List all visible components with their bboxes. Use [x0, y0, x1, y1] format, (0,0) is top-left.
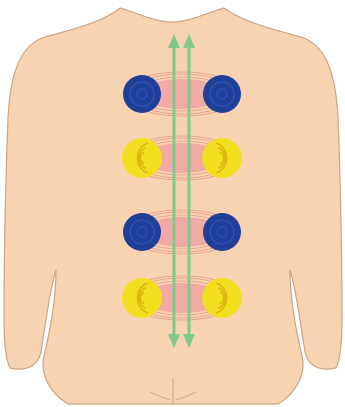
left-electrode — [122, 138, 162, 178]
left-electrode — [122, 278, 162, 318]
left-electrode — [123, 213, 161, 251]
electrode-pad — [123, 213, 161, 251]
right-electrode — [202, 278, 242, 318]
electrode-pad — [203, 75, 241, 113]
electrode-pad — [202, 278, 242, 318]
right-electrode — [202, 138, 242, 178]
electrode-pad — [122, 138, 162, 178]
right-electrode — [203, 75, 241, 113]
electrode-pad — [202, 138, 242, 178]
right-electrode — [203, 213, 241, 251]
electrode-pad — [122, 278, 162, 318]
electrode-pad — [203, 213, 241, 251]
electrode-pad — [123, 75, 161, 113]
left-electrode — [123, 75, 161, 113]
